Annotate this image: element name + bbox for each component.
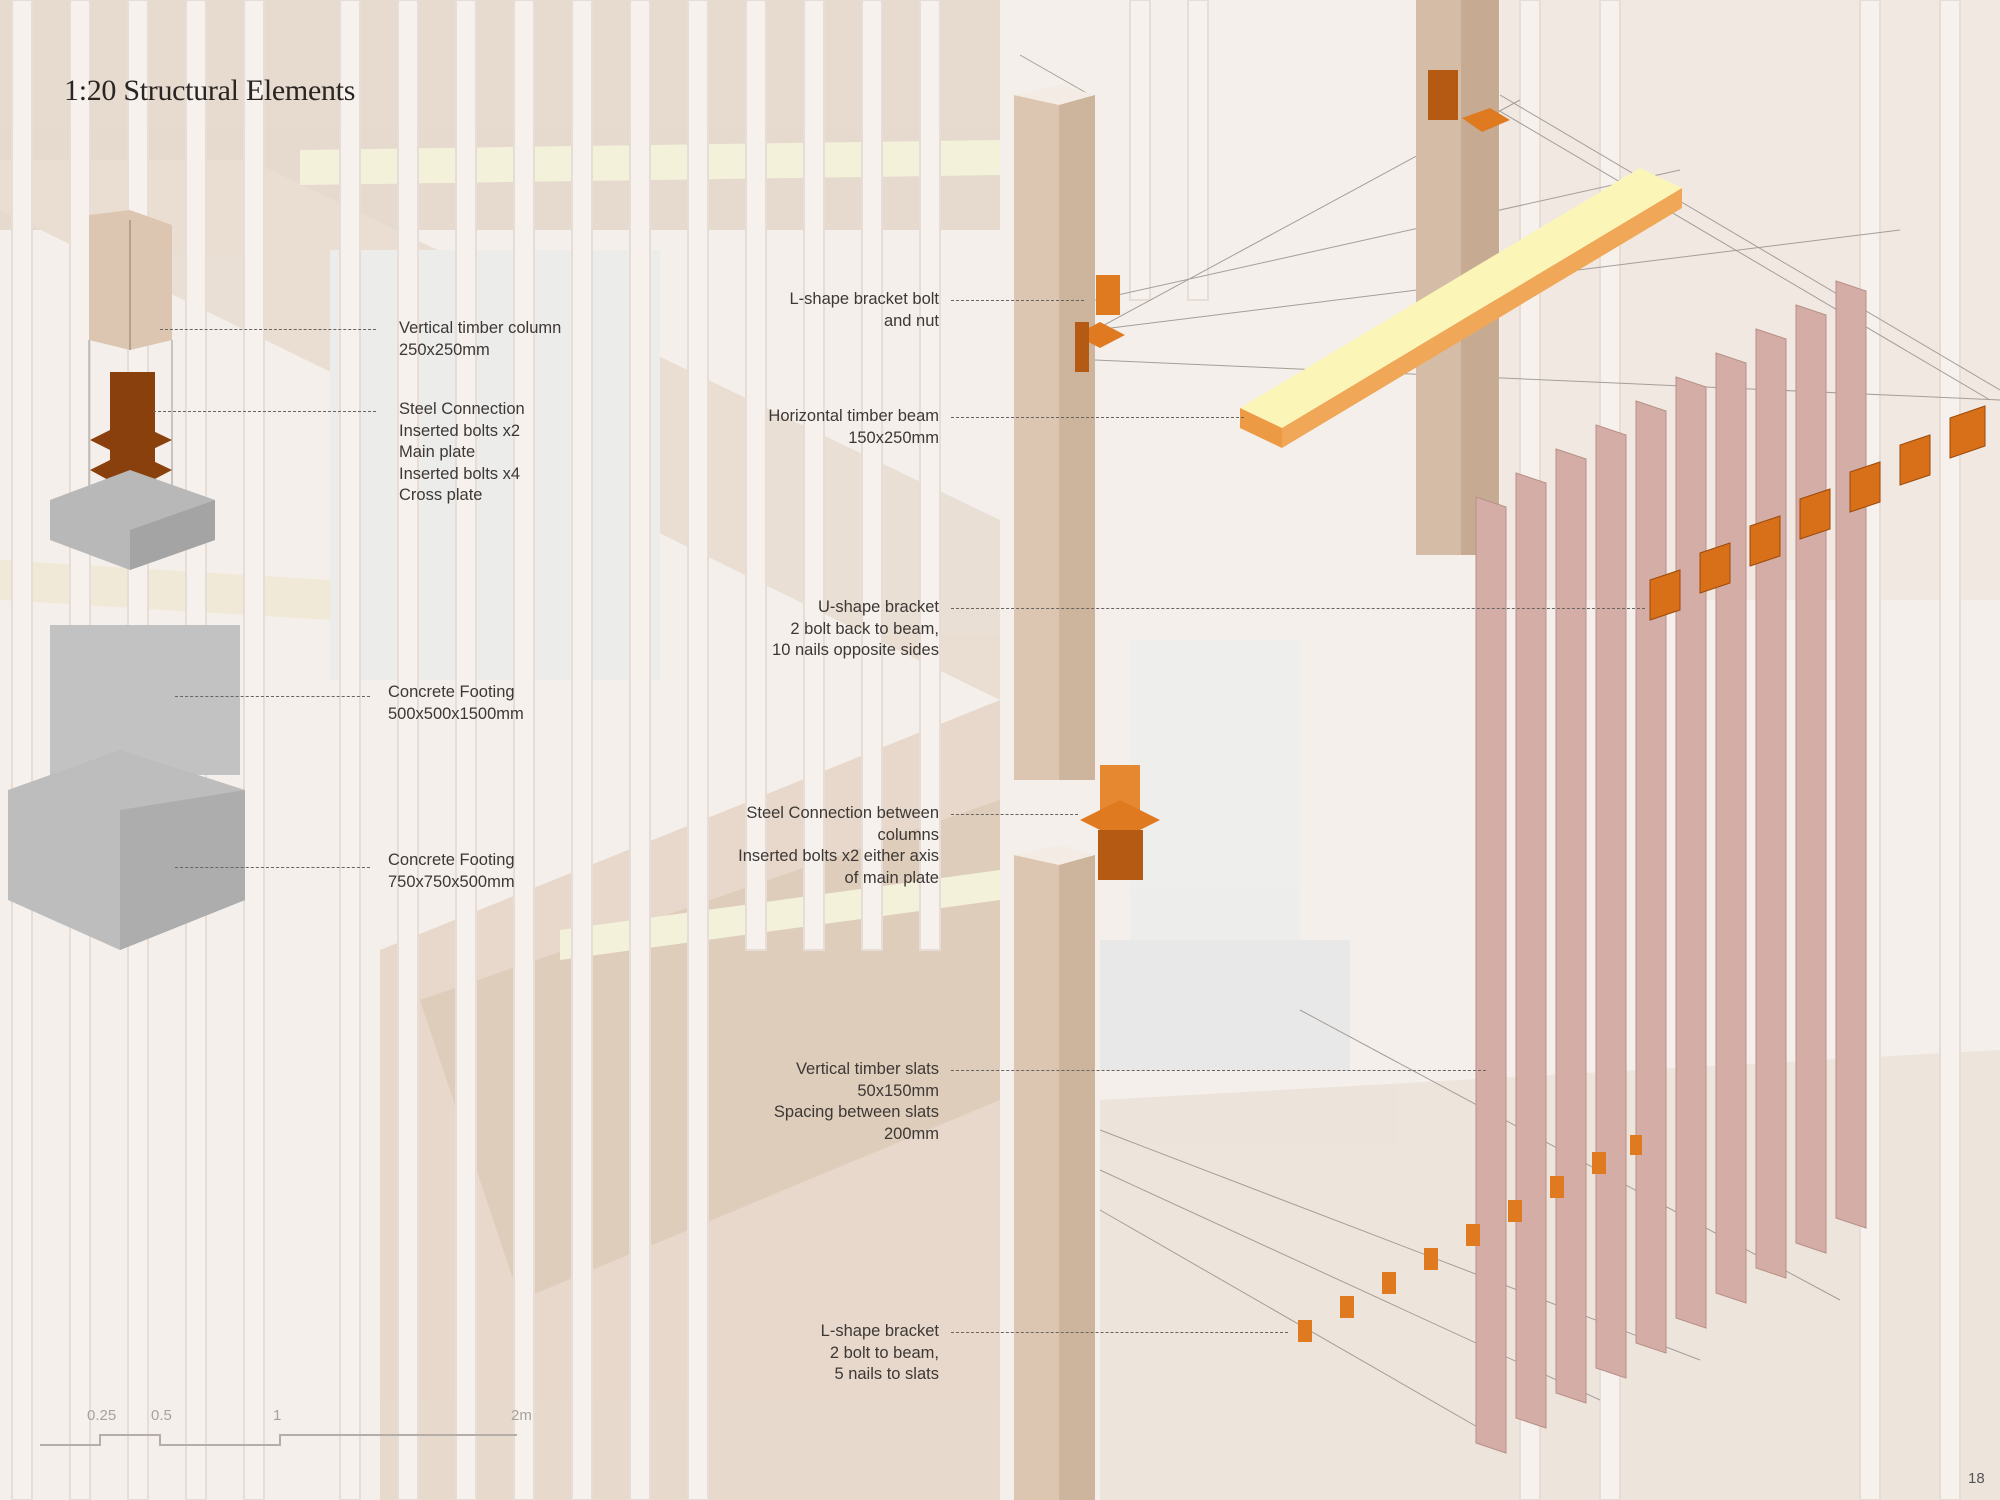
label-line: and nut <box>883 311 939 330</box>
label-concrete-footing-750: Concrete Footing 750x750x500mm <box>388 850 515 893</box>
label-horizontal-timber-beam: Horizontal timber beam 150x250mm <box>768 406 939 449</box>
leader-line-slats <box>951 1070 1486 1071</box>
label-steel-connection: Steel Connection Inserted bolts x2 Main … <box>399 399 525 507</box>
label-line: L-shape bracket <box>820 1322 939 1340</box>
label-line: Concrete Footing <box>388 851 515 869</box>
label-l-shape-bracket: L-shape bracket 2 bolt to beam, 5 nails … <box>821 1321 939 1386</box>
leader-line-u-bracket <box>951 608 1645 609</box>
leader-line-footing-500 <box>175 696 370 697</box>
scale-bar-graphic <box>40 1434 517 1446</box>
label-line: Inserted bolts x2 <box>399 421 521 440</box>
label-line: Vertical timber slats <box>795 1060 939 1078</box>
label-line: 10 nails opposite sides <box>772 641 939 660</box>
page-number: 18 <box>1968 1470 1985 1487</box>
label-vertical-timber-slats: Vertical timber slats 50x150mm Spacing b… <box>774 1059 939 1145</box>
label-l-shape-bracket-bolt: L-shape bracket bolt and nut <box>789 289 939 332</box>
label-line: of main plate <box>844 868 939 887</box>
leader-line-column-connection <box>951 814 1078 815</box>
leader-line-column <box>160 329 376 330</box>
u-shape-brackets <box>1649 405 1986 621</box>
leader-line-horizontal-beam <box>951 417 1244 418</box>
leader-line-footing-750 <box>175 867 370 868</box>
label-line: L-shape bracket bolt <box>789 290 939 308</box>
label-line: Spacing between slats <box>773 1103 939 1122</box>
label-line: Steel Connection between <box>746 804 939 822</box>
label-line: 500x500x1500mm <box>388 704 524 723</box>
label-line: 50x150mm <box>857 1081 939 1100</box>
label-line: 750x750x500mm <box>388 872 515 891</box>
label-u-shape-bracket: U-shape bracket 2 bolt back to beam, 10 … <box>772 597 939 662</box>
leader-line-l-bracket <box>951 1332 1288 1333</box>
leader-line-l-bracket-bolt <box>951 300 1084 301</box>
leader-line-steel-connection <box>153 411 376 412</box>
label-line: Main plate <box>399 443 476 462</box>
label-line: Cross plate <box>399 486 483 505</box>
label-line: Horizontal timber beam <box>768 407 939 425</box>
label-line: Inserted bolts x4 <box>399 464 521 483</box>
label-line: Vertical timber column <box>399 319 562 337</box>
page-title: 1:20 Structural Elements <box>64 74 356 107</box>
main-timber-column <box>1014 85 1095 1500</box>
label-line: columns <box>877 825 939 844</box>
label-line: 250x250mm <box>399 340 490 359</box>
horizontal-timber-beam <box>1240 168 1682 448</box>
left-column-detail <box>8 210 245 950</box>
label-line: Inserted bolts x2 either axis <box>738 847 939 866</box>
vertical-timber-slats <box>1475 280 1867 1454</box>
label-line: 2 bolt back to beam, <box>790 619 939 638</box>
label-line: Steel Connection <box>399 400 525 418</box>
steel-brackets <box>1075 70 1510 880</box>
label-steel-connection-columns: Steel Connection between columns Inserte… <box>738 803 939 889</box>
label-line: 2 bolt to beam, <box>829 1343 939 1362</box>
label-line: 5 nails to slats <box>834 1365 939 1384</box>
scale-tick-1: 1 <box>273 1407 282 1424</box>
label-line: 200mm <box>883 1124 939 1143</box>
l-shape-brackets <box>1298 1135 1642 1342</box>
scale-tick-2m: 2m <box>511 1407 532 1424</box>
label-line: 150x250mm <box>848 428 939 447</box>
label-line: Concrete Footing <box>388 683 515 701</box>
label-line: U-shape bracket <box>817 598 939 616</box>
label-vertical-timber-column: Vertical timber column 250x250mm <box>399 318 561 361</box>
label-concrete-footing-500: Concrete Footing 500x500x1500mm <box>388 682 524 725</box>
scale-tick-0-5: 0.5 <box>151 1407 172 1424</box>
scale-tick-0-25: 0.25 <box>87 1407 117 1424</box>
